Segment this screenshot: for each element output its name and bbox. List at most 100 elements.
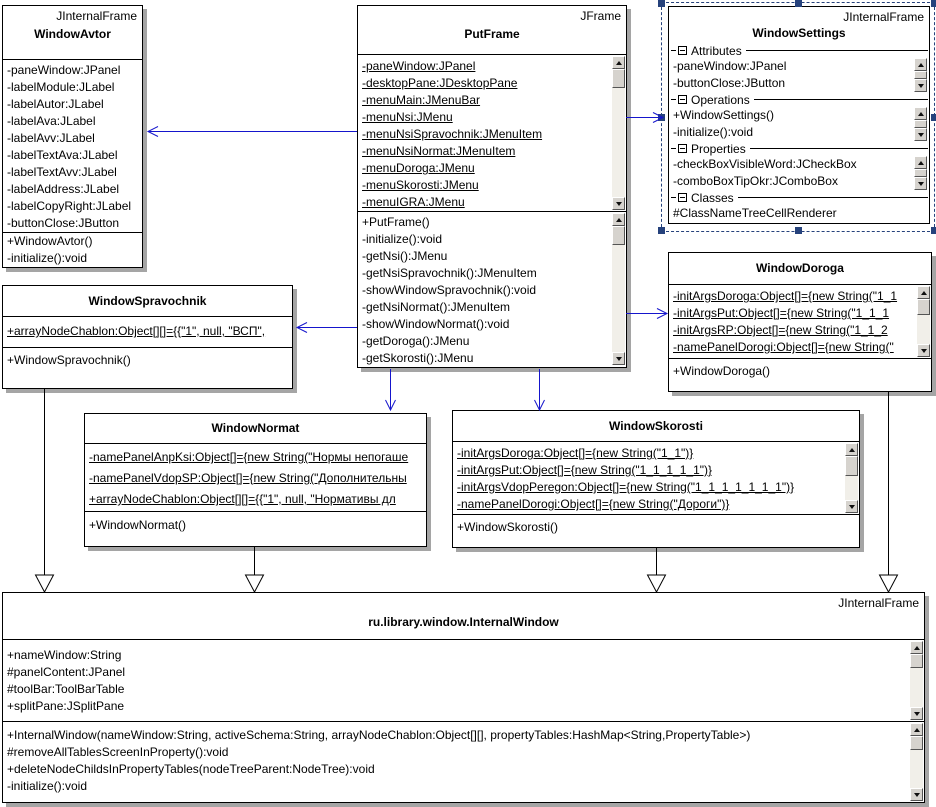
- scrollbar[interactable]: [914, 107, 927, 141]
- scrollbar[interactable]: [917, 286, 930, 357]
- field-row[interactable]: -menuNsi:JMenu: [362, 110, 453, 124]
- collapse-icon[interactable]: [678, 46, 687, 55]
- scroll-down-button[interactable]: [917, 344, 930, 357]
- method-row[interactable]: -getDoroga():JMenu: [362, 334, 470, 348]
- scroll-down-button[interactable]: [910, 707, 923, 720]
- generalization-windowdoroga-internalwindow[interactable]: [877, 391, 899, 593]
- selection-handle[interactable]: [931, 114, 936, 121]
- method-row[interactable]: #removeAllTablesScreenInProperty():void: [7, 745, 229, 759]
- scroll-down-button[interactable]: [910, 788, 923, 801]
- scroll-up-button[interactable]: [914, 156, 927, 169]
- method-row[interactable]: +WindowNormat(): [89, 518, 187, 532]
- method-row[interactable]: +deleteNodeChildsInPropertyTables(nodeTr…: [7, 762, 375, 776]
- method-row[interactable]: +InternalWindow(nameWindow:String, activ…: [7, 728, 751, 742]
- field-row[interactable]: -menuIGRA:JMenu: [362, 195, 465, 209]
- field-row[interactable]: -checkBoxVisibleWord:JCheckBox: [673, 157, 857, 171]
- scroll-thumb[interactable]: [914, 71, 927, 79]
- field-row[interactable]: -labelCopyRight:JLabel: [7, 199, 132, 213]
- method-row[interactable]: -getNsiSpravochnik():JMenuItem: [362, 266, 537, 280]
- class-row[interactable]: #ClassNameTreeCellRenderer: [673, 206, 837, 220]
- scroll-thumb[interactable]: [914, 169, 927, 177]
- scrollbar[interactable]: [910, 641, 923, 720]
- scroll-thumb[interactable]: [845, 456, 858, 476]
- scroll-thumb[interactable]: [612, 226, 625, 245]
- field-row[interactable]: -labelModule:JLabel: [7, 80, 115, 94]
- selection-handle[interactable]: [795, 0, 802, 7]
- method-row[interactable]: +WindowDoroga(): [673, 364, 771, 378]
- scroll-up-button[interactable]: [914, 58, 927, 71]
- method-row[interactable]: +PutFrame(): [362, 215, 430, 229]
- scroll-thumb[interactable]: [914, 120, 927, 128]
- scroll-down-button[interactable]: [914, 128, 927, 141]
- scrollbar[interactable]: [914, 58, 927, 92]
- dependency-arrow-putframe-windowspravochnik[interactable]: [294, 319, 358, 335]
- field-row[interactable]: -buttonClose:JButton: [673, 76, 786, 90]
- class-box-windowsettings[interactable]: JInternalFrame WindowSettings Attributes…: [668, 6, 930, 224]
- method-row[interactable]: -initialize():void: [7, 779, 88, 793]
- method-row[interactable]: +WindowSettings(): [673, 108, 775, 122]
- class-box-windowdoroga[interactable]: WindowDoroga -initArgsDoroga:Object[]={n…: [668, 252, 932, 392]
- field-row[interactable]: -labelAutor:JLabel: [7, 97, 104, 111]
- field-row[interactable]: -paneWindow:JPanel: [673, 59, 787, 73]
- field-row[interactable]: -namePanelDorogi:Object[]={new String(": [673, 340, 894, 354]
- scroll-thumb[interactable]: [612, 69, 625, 88]
- field-row[interactable]: -namePanelDorogi:Object[]={new String("Д…: [457, 497, 730, 511]
- class-box-putframe[interactable]: JFrame PutFrame -paneWindow:JPanel -desk…: [357, 5, 627, 368]
- dependency-arrow-putframe-windowavtor[interactable]: [145, 123, 359, 139]
- scroll-thumb[interactable]: [910, 654, 923, 668]
- field-row[interactable]: -namePanelVdopSP:Object[]={new String("Д…: [89, 471, 407, 485]
- field-row[interactable]: -menuNsiNormat:JMenuItem: [362, 144, 516, 158]
- scroll-up-button[interactable]: [917, 286, 930, 299]
- selection-handle[interactable]: [931, 0, 936, 7]
- scroll-down-button[interactable]: [914, 177, 927, 190]
- method-row[interactable]: -showWindowNormat():void: [362, 317, 510, 331]
- method-row[interactable]: +WindowSkorosti(): [457, 520, 559, 534]
- field-row[interactable]: #panelContent:JPanel: [7, 665, 126, 679]
- field-row[interactable]: -initArgsDoroga:Object[]={new String("1_…: [673, 289, 898, 303]
- field-row[interactable]: -paneWindow:JPanel: [362, 59, 476, 73]
- field-row[interactable]: -labelAddress:JLabel: [7, 182, 120, 196]
- scroll-up-button[interactable]: [845, 443, 858, 456]
- class-box-windowspravochnik[interactable]: WindowSpravochnik +arrayNodeChablon:Obje…: [2, 285, 293, 389]
- field-row[interactable]: -labelTextAvv:JLabel: [7, 165, 117, 179]
- class-box-windownormat[interactable]: WindowNormat -namePanelAnpKsi:Object[]={…: [84, 413, 427, 547]
- class-box-windowskorosti[interactable]: WindowSkorosti -initArgsDoroga:Object[]=…: [452, 410, 860, 548]
- field-row[interactable]: -initArgsVdopPeregon:Object[]={new Strin…: [457, 480, 795, 494]
- method-row[interactable]: -getSkorosti():JMenu: [362, 351, 474, 365]
- field-row[interactable]: -menuSkorosti:JMenu: [362, 178, 479, 192]
- field-row[interactable]: +arrayNodeChablon:Object[][]={{"1", null…: [7, 324, 266, 338]
- field-row[interactable]: -menuNsiSpravochnik:JMenuItem: [362, 127, 543, 141]
- selection-handle[interactable]: [931, 227, 936, 234]
- field-row[interactable]: +arrayNodeChablon:Object[][]={{"1", null…: [89, 492, 396, 506]
- field-row[interactable]: -initArgsPut:Object[]={new String("1_1_1…: [457, 463, 712, 477]
- dependency-arrow-putframe-windowdoroga[interactable]: [626, 305, 670, 321]
- field-row[interactable]: -initArgsDoroga:Object[]={new String("1_…: [457, 446, 694, 460]
- method-row[interactable]: -initialize():void: [7, 251, 88, 265]
- collapse-icon[interactable]: [678, 95, 687, 104]
- scrollbar[interactable]: [845, 443, 858, 513]
- selection-handle[interactable]: [795, 227, 802, 234]
- scroll-down-button[interactable]: [845, 500, 858, 513]
- scroll-down-button[interactable]: [612, 197, 625, 210]
- scrollbar[interactable]: [612, 56, 625, 210]
- scroll-thumb[interactable]: [910, 736, 923, 750]
- field-row[interactable]: -buttonClose:JButton: [7, 216, 120, 230]
- method-row[interactable]: +WindowSpravochnik(): [7, 353, 131, 367]
- generalization-windowskorosti-internalwindow[interactable]: [645, 547, 667, 593]
- scroll-up-button[interactable]: [910, 641, 923, 654]
- method-row[interactable]: -getNsi():JMenu: [362, 249, 448, 263]
- field-row[interactable]: -initArgsRP:Object[]={new String("1_1_2: [673, 323, 888, 337]
- field-row[interactable]: -menuDoroga:JMenu: [362, 161, 475, 175]
- scroll-up-button[interactable]: [914, 107, 927, 120]
- generalization-windowspravochnik-internalwindow[interactable]: [33, 388, 55, 593]
- field-row[interactable]: -namePanelAnpKsi:Object[]={new String("Н…: [89, 450, 409, 464]
- scroll-thumb[interactable]: [917, 299, 930, 315]
- scroll-down-button[interactable]: [914, 79, 927, 92]
- scroll-up-button[interactable]: [612, 56, 625, 69]
- dependency-arrow-putframe-windowsettings[interactable]: [626, 109, 666, 125]
- field-row[interactable]: +splitPane:JSplitPane: [7, 699, 125, 713]
- scrollbar[interactable]: [612, 213, 625, 365]
- field-row[interactable]: #toolBar:ToolBarTable: [7, 682, 125, 696]
- method-row[interactable]: -initialize():void: [673, 125, 754, 139]
- scroll-down-button[interactable]: [612, 352, 625, 365]
